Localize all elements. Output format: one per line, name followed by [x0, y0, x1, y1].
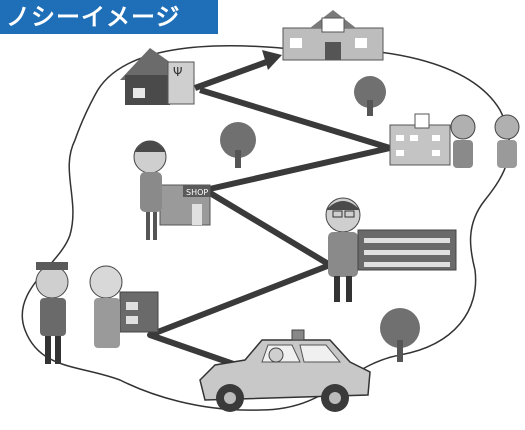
- shop-sign: SHOP: [186, 188, 208, 197]
- apartment-icon: [357, 229, 457, 271]
- header-banner: ノシーイメージ: [0, 0, 218, 34]
- tree-icon: [220, 122, 256, 168]
- elderly-couple-icon: [35, 262, 123, 364]
- taxi-icon: [199, 329, 371, 412]
- school-building-icon: [282, 10, 384, 61]
- man-with-glasses-icon: [325, 197, 361, 302]
- tree-icon: [380, 308, 420, 362]
- house-with-restaurant-icon: Ψ: [120, 48, 195, 105]
- woman-icon: [133, 140, 167, 240]
- children-icon: [450, 114, 520, 168]
- route-path: [147, 87, 393, 371]
- route-arrow-icon: [193, 50, 282, 91]
- svg-text:Ψ: Ψ: [173, 65, 182, 79]
- school-building-icon: [389, 113, 451, 166]
- banner-title: ノシーイメージ: [6, 3, 181, 31]
- shop-icon: SHOP: [159, 184, 211, 226]
- house-icon: [119, 291, 159, 333]
- tree-icon: [354, 76, 386, 116]
